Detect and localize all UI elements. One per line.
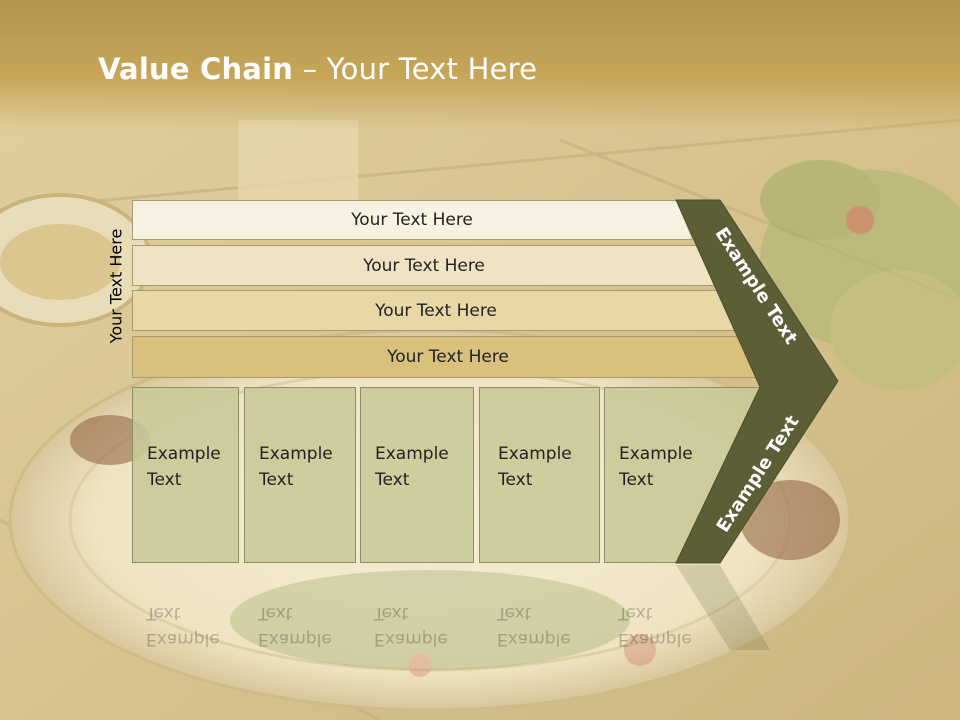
reflection-4: Example Text xyxy=(497,600,571,652)
primary-block-2-line1: Example xyxy=(259,444,333,464)
reflection-4-line2: Text xyxy=(497,603,532,623)
support-row-3: Your Text Here xyxy=(132,290,740,331)
reflection-2-line1: Example xyxy=(258,629,332,649)
primary-block-3-line1: Example xyxy=(375,444,449,464)
reflection-3-line1: Example xyxy=(374,629,448,649)
reflection-2-line2: Text xyxy=(258,603,293,623)
primary-block-4: Example Text xyxy=(479,387,600,563)
reflection-5: Example Text xyxy=(618,600,692,652)
reflection-2: Example Text xyxy=(258,600,332,652)
side-label-text: Your Text Here xyxy=(106,228,126,344)
primary-block-4-line2: Text xyxy=(498,470,533,490)
support-row-2: Your Text Here xyxy=(132,245,716,286)
reflection-3: Example Text xyxy=(374,600,448,652)
primary-block-1: Example Text xyxy=(132,387,239,563)
primary-block-4-line1: Example xyxy=(498,444,572,464)
primary-block-1-line2: Text xyxy=(147,470,182,490)
primary-block-3: Example Text xyxy=(360,387,474,563)
reflection-1-line2: Text xyxy=(146,603,181,623)
page-title: Value Chain – Your Text Here xyxy=(98,52,537,86)
primary-block-2: Example Text xyxy=(244,387,356,563)
support-row-1-label: Your Text Here xyxy=(351,210,473,230)
primary-block-5-line1: Example xyxy=(619,444,693,464)
support-row-3-label: Your Text Here xyxy=(375,300,497,321)
reflection-4-line1: Example xyxy=(497,629,571,649)
support-row-4-label: Your Text Here xyxy=(387,347,509,367)
title-rest: – Your Text Here xyxy=(293,52,538,86)
header-band xyxy=(0,0,960,130)
reflection-3-line2: Text xyxy=(374,603,409,623)
reflection-1-line1: Example xyxy=(146,629,220,649)
reflection-1: Example Text xyxy=(146,600,220,652)
support-row-4: Your Text Here xyxy=(132,336,764,378)
primary-block-1-line1: Example xyxy=(147,444,221,464)
primary-block-3-line2: Text xyxy=(375,470,410,490)
reflection-5-line2: Text xyxy=(618,603,653,623)
title-bold: Value Chain xyxy=(98,52,294,86)
primary-block-5-line2: Text xyxy=(619,470,654,490)
support-row-2-label: Your Text Here xyxy=(363,255,485,276)
primary-block-2-line2: Text xyxy=(259,470,294,490)
support-row-1: Your Text Here xyxy=(132,200,692,240)
reflection-5-line1: Example xyxy=(618,629,692,649)
